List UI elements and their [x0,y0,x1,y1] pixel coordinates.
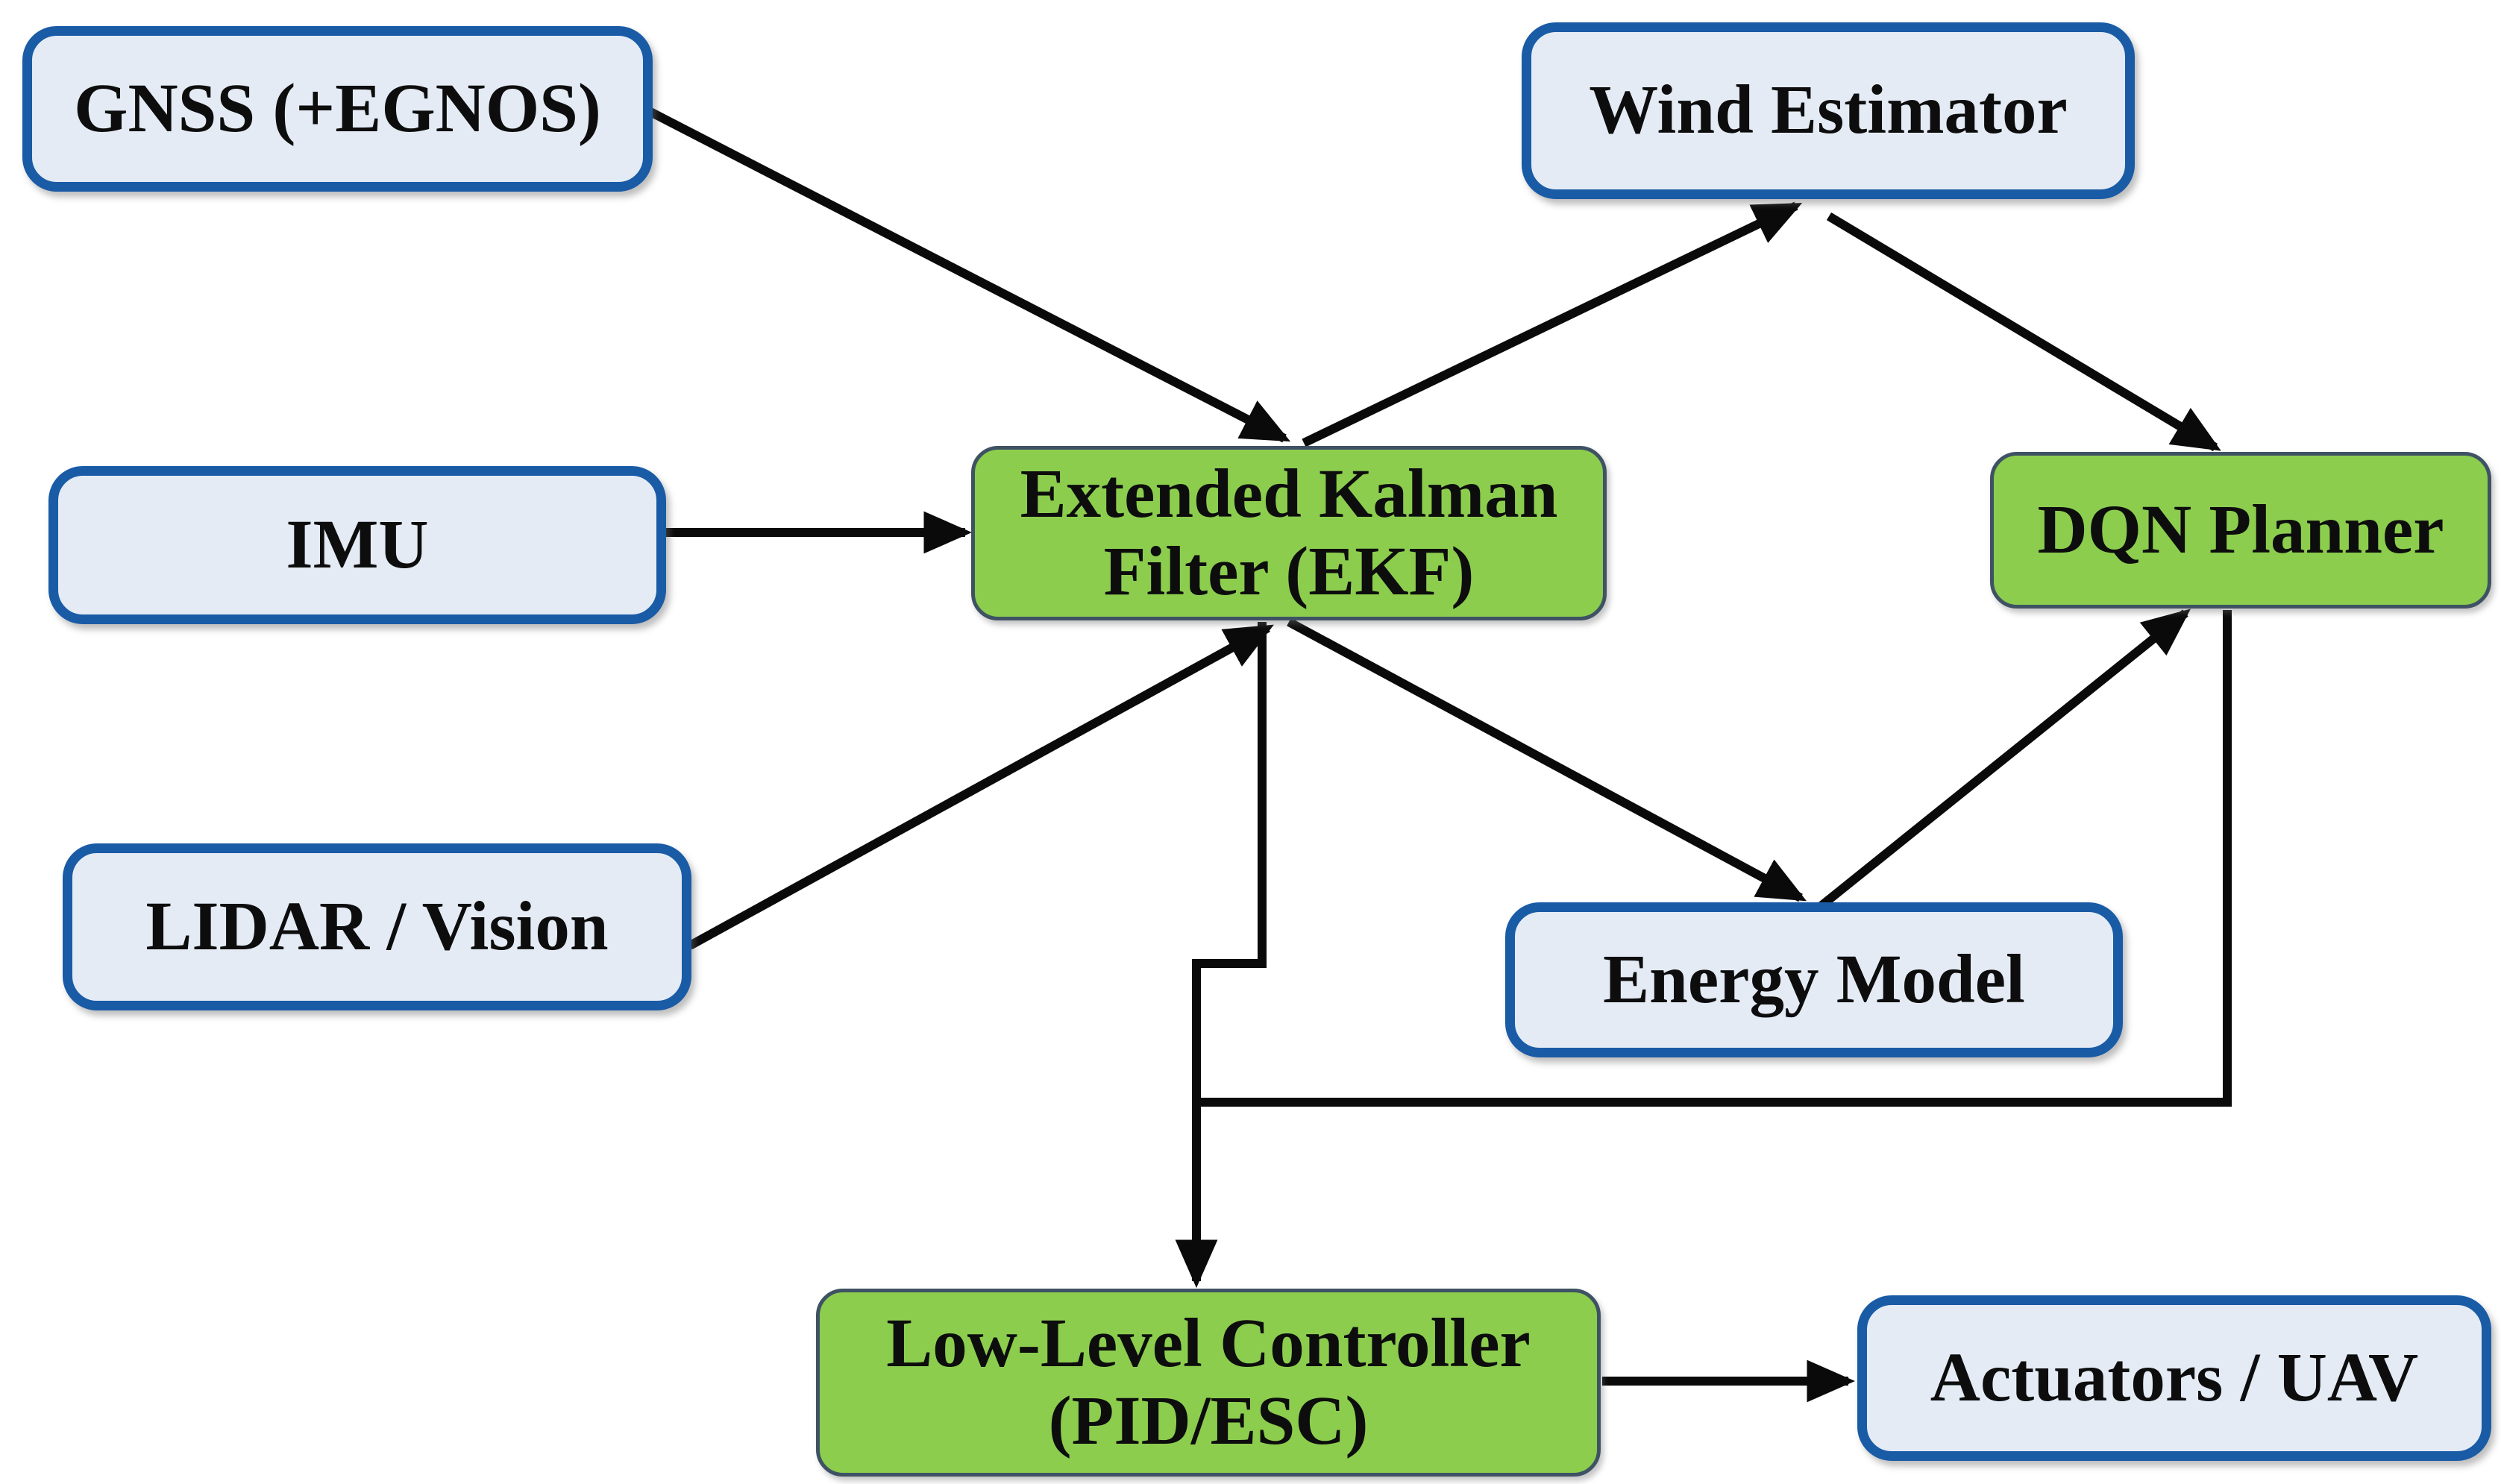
edge-energy-model-to-dqn [1817,609,2191,911]
energy-model-label: Energy Model [1603,940,2025,1018]
ekf-label-line1: Extended Kalman [1020,455,1558,532]
dqn-planner-node: DQN Planner [1990,452,2491,609]
low-level-controller-label-line1: Low-Level Controller [886,1304,1531,1382]
dqn-planner-label: DQN Planner [2037,491,2444,568]
actuators-uav-node: Actuators / UAV [1857,1295,2491,1461]
edge-ekf-to-wind-estimator [1302,201,1803,447]
gnss-label: GNSS (+EGNOS) [74,69,601,147]
wind-estimator-node: Wind Estimator [1522,22,2135,199]
edge-wind-estimator-to-dqn [1826,212,2221,452]
actuators-uav-label: Actuators / UAV [1930,1339,2419,1416]
lidar-vision-node: LIDAR / Vision [63,843,691,1010]
gnss-node: GNSS (+EGNOS) [22,26,653,192]
edge-lidar-to-ekf [688,623,1274,950]
edge-ekf-to-energy-model [1287,617,1807,902]
imu-label: IMU [286,506,429,583]
imu-node: IMU [48,466,666,624]
low-level-controller-label-line2: (PID/ESC) [1048,1383,1369,1459]
ekf-node: Extended Kalman Filter (EKF) [971,446,1607,620]
edge-ekf-to-low-level-controller [1175,622,1267,1289]
wind-estimator-label: Wind Estimator [1589,72,2068,149]
energy-model-node: Energy Model [1505,902,2123,1057]
lidar-vision-label: LIDAR / Vision [145,887,609,965]
edge-dqn-to-low-level-controller [1201,610,2232,1107]
edge-gnss-to-ekf [648,107,1291,443]
ekf-label-line2: Filter (EKF) [1103,533,1475,610]
low-level-controller-node: Low-Level Controller (PID/ESC) [816,1289,1601,1477]
